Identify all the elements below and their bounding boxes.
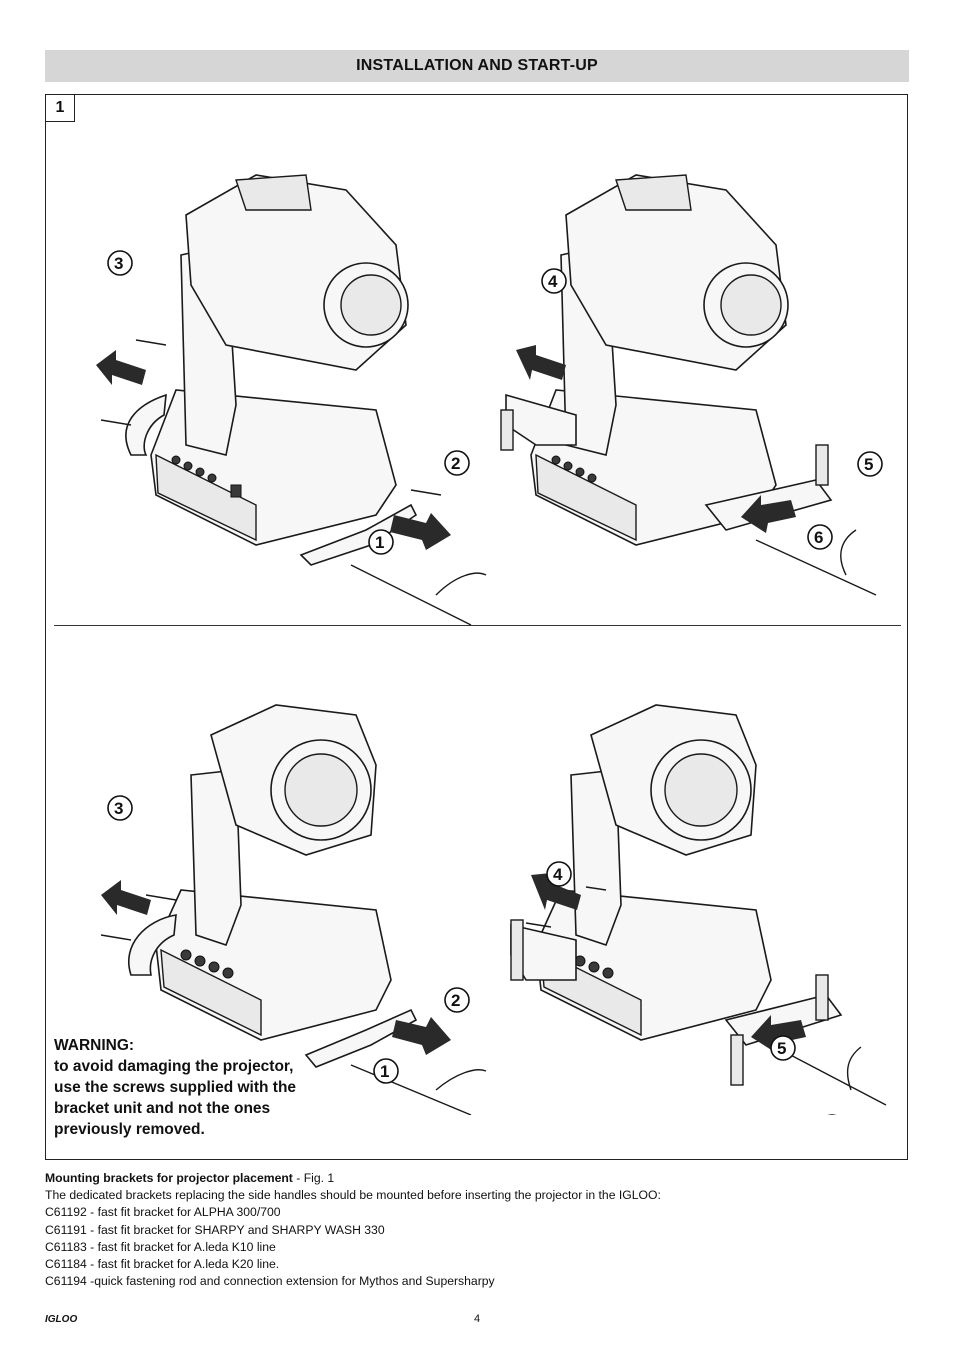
figure-divider — [54, 625, 901, 626]
illustration-top-right: 4 5 6 — [500, 174, 883, 596]
step-2-top-left: 2 — [444, 450, 470, 476]
warning-title: WARNING: — [54, 1037, 135, 1054]
step-1-bottom-left: 1 — [373, 1058, 399, 1084]
caption-item: C61192 - fast fit bracket for ALPHA 300/… — [45, 1205, 281, 1220]
step-5-bottom-right: 5 — [770, 1035, 796, 1061]
step-1-top-left: 1 — [368, 529, 394, 555]
svg-text:4: 4 — [548, 272, 558, 291]
svg-text:5: 5 — [777, 1039, 786, 1058]
warning-line: previously removed. — [54, 1121, 205, 1138]
svg-text:2: 2 — [451, 991, 460, 1010]
step-3-top-left: 3 — [107, 250, 133, 276]
step-4-bottom-right: 4 — [546, 861, 572, 887]
footer-brand: IGLOO — [45, 1314, 78, 1325]
caption-item: C61183 - fast fit bracket for A.leda K10… — [45, 1239, 276, 1254]
caption-item: C61194 -quick fastening rod and connecti… — [45, 1274, 495, 1289]
figure-caption: Mounting brackets for projector placemen… — [45, 1170, 925, 1290]
warning-line: to avoid damaging the projector, — [54, 1058, 294, 1075]
illustration-bottom-right: 4 5 6 — [510, 704, 887, 1115]
warning-line: use the screws supplied with the — [54, 1079, 297, 1096]
step-2-bottom-left: 2 — [444, 987, 470, 1013]
illustration-bottom-left: 3 2 1 — [100, 704, 487, 1115]
svg-text:2: 2 — [451, 454, 460, 473]
svg-text:3: 3 — [114, 254, 123, 273]
caption-title-bold: Mounting brackets for projector placemen… — [45, 1171, 293, 1185]
warning-line: bracket unit and not the ones — [54, 1100, 271, 1117]
caption-title-rest: - Fig. 1 — [292, 1171, 335, 1185]
step-6-top-right: 6 — [807, 524, 833, 550]
svg-text:5: 5 — [864, 455, 873, 474]
caption-title: Mounting brackets for projector placemen… — [45, 1170, 925, 1187]
figure-number: 1 — [46, 95, 75, 122]
page-number: 4 — [473, 1313, 481, 1325]
section-title: INSTALLATION AND START-UP — [356, 57, 598, 74]
svg-text:3: 3 — [114, 799, 123, 818]
svg-text:6: 6 — [814, 528, 823, 547]
svg-text:4: 4 — [553, 865, 563, 884]
caption-item: C61184 - fast fit bracket for A.leda K20… — [45, 1257, 280, 1272]
illustration-top-left: 3 2 1 — [96, 174, 487, 625]
caption-item: C61191 - fast fit bracket for SHARPY and… — [45, 1222, 385, 1237]
step-4-top-right: 4 — [541, 268, 567, 294]
caption-intro: The dedicated brackets replacing the sid… — [45, 1188, 661, 1203]
figure-1-box: 1 3 2 1 — [45, 94, 908, 1160]
step-5-top-right: 5 — [857, 451, 883, 477]
svg-text:1: 1 — [380, 1062, 389, 1081]
step-3-bottom-left: 3 — [107, 795, 133, 821]
section-header: INSTALLATION AND START-UP — [45, 50, 909, 82]
svg-text:1: 1 — [375, 533, 384, 552]
warning-note: WARNING: to avoid damaging the projector… — [54, 1035, 324, 1140]
